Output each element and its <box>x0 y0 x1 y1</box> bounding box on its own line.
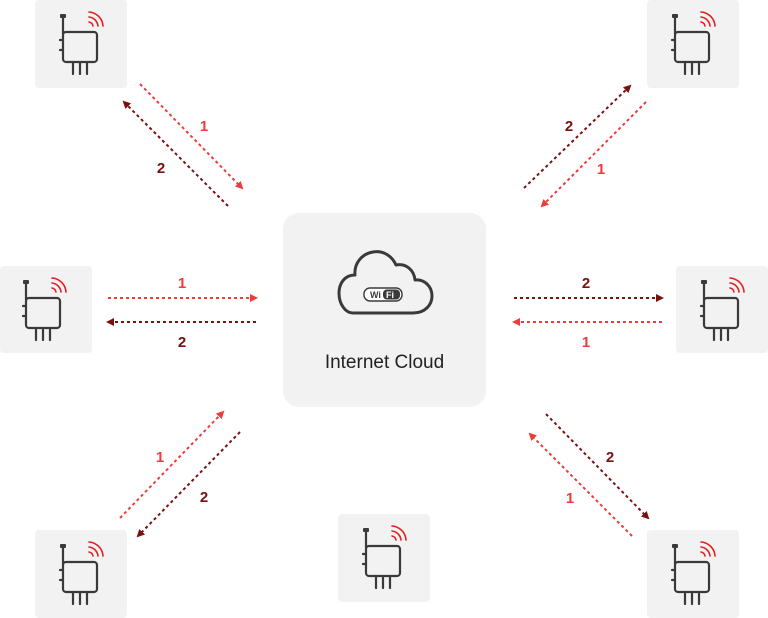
flow-label: 1 <box>178 275 186 292</box>
device-top-left <box>35 0 127 88</box>
device-top-right <box>647 0 739 88</box>
cloud-box <box>283 213 486 407</box>
device-bottom-left <box>35 530 127 618</box>
device-middle-left <box>0 266 92 353</box>
flow-label: 2 <box>606 449 614 466</box>
flow-label: 1 <box>597 161 605 178</box>
flow-middle-left-2: 2 <box>106 318 256 351</box>
cloud-icon: Wi Fi <box>337 250 434 315</box>
flow-top-left-2: 2 <box>122 100 229 207</box>
flow-bottom-left-1: 1 <box>119 410 225 519</box>
flow-label: 2 <box>157 160 165 177</box>
flow-bottom-left-2: 2 <box>136 431 241 538</box>
flow-top-right-1: 1 <box>540 101 647 208</box>
flow-label: 2 <box>582 275 590 292</box>
flow-label: 1 <box>566 490 574 507</box>
internet-cloud-node: Wi Fi Internet Cloud <box>283 213 486 407</box>
cloud-title: Internet Cloud <box>325 352 444 373</box>
wifi-badge-right: Fi <box>386 290 394 300</box>
flow-middle-right-1: 1 <box>512 318 662 351</box>
flow-label: 1 <box>582 334 590 351</box>
flow-label: 1 <box>156 449 164 466</box>
flow-middle-right-2: 2 <box>514 275 664 302</box>
device-bottom-right <box>647 530 739 618</box>
flow-top-left-1: 1 <box>139 83 244 190</box>
device-bottom-center <box>338 514 430 602</box>
flow-bottom-right-1: 1 <box>528 432 633 537</box>
flow-label: 2 <box>565 118 573 135</box>
device-middle-right <box>676 266 768 353</box>
flow-label: 2 <box>178 334 186 351</box>
flow-middle-left-1: 1 <box>108 275 258 302</box>
flow-label: 2 <box>200 489 208 506</box>
flow-top-right-2: 2 <box>523 84 632 189</box>
wifi-badge-left: Wi <box>370 290 381 300</box>
flow-label: 1 <box>200 118 208 135</box>
flow-bottom-right-2: 2 <box>545 413 650 520</box>
